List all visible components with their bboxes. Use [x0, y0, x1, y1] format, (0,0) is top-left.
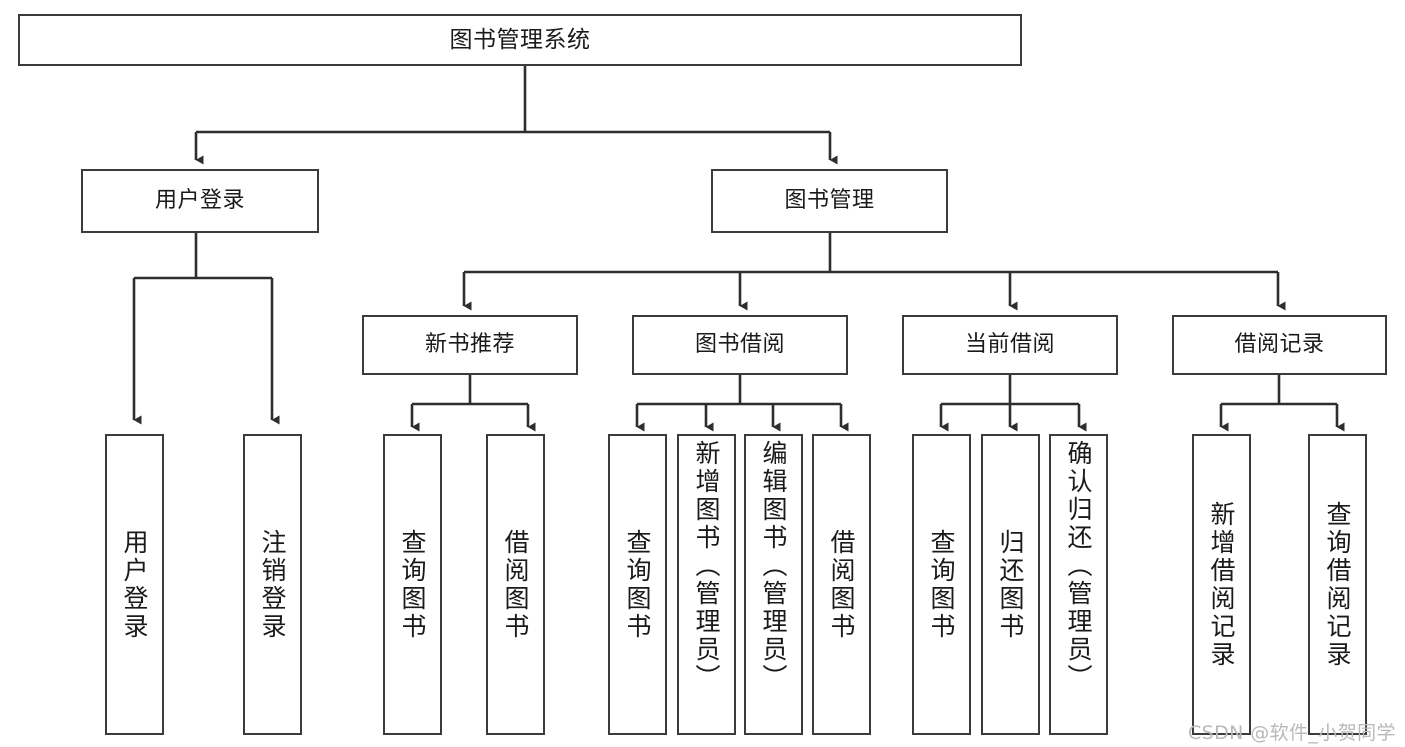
node-leaf-query-record[interactable]: 查询借阅记录 [1308, 434, 1367, 735]
node-borrow-record[interactable]: 借阅记录 [1172, 315, 1387, 375]
node-leaf-logout-login-label: 注销登录 [258, 528, 287, 641]
node-current-borrow[interactable]: 当前借阅 [902, 315, 1118, 375]
node-leaf-query-book-2[interactable]: 查询图书 [608, 434, 667, 735]
node-book-borrow[interactable]: 图书借阅 [632, 315, 848, 375]
node-root-label: 图书管理系统 [449, 26, 591, 53]
node-leaf-confirm-return[interactable]: 确认归还（管理员） [1049, 434, 1108, 735]
node-leaf-return-book[interactable]: 归还图书 [981, 434, 1040, 735]
node-leaf-borrow-book-2-label: 借阅图书 [827, 528, 856, 641]
node-leaf-user-login[interactable]: 用户登录 [105, 434, 164, 735]
node-leaf-add-record[interactable]: 新增借阅记录 [1192, 434, 1251, 735]
node-leaf-add-book-label: 新增图书（管理员） [692, 440, 721, 692]
node-leaf-confirm-return-label: 确认归还（管理员） [1064, 440, 1093, 692]
node-book-management[interactable]: 图书管理 [711, 169, 948, 233]
node-leaf-borrow-book-2[interactable]: 借阅图书 [812, 434, 871, 735]
node-book-borrow-label: 图书借阅 [694, 332, 785, 358]
node-leaf-user-login-label: 用户登录 [120, 528, 149, 641]
node-leaf-query-book-3[interactable]: 查询图书 [912, 434, 971, 735]
node-leaf-edit-book[interactable]: 编辑图书（管理员） [744, 434, 803, 735]
node-leaf-add-record-label: 新增借阅记录 [1207, 500, 1236, 669]
node-leaf-borrow-book-1[interactable]: 借阅图书 [486, 434, 545, 735]
node-user-login[interactable]: 用户登录 [81, 169, 319, 233]
node-root[interactable]: 图书管理系统 [18, 14, 1022, 66]
node-book-management-label: 图书管理 [784, 188, 875, 214]
node-leaf-borrow-book-1-label: 借阅图书 [501, 528, 530, 641]
node-leaf-query-book-1-label: 查询图书 [398, 528, 427, 641]
node-leaf-logout-login[interactable]: 注销登录 [243, 434, 302, 735]
node-new-book-recommend[interactable]: 新书推荐 [362, 315, 578, 375]
csdn-watermark: CSDN @软件_小贺同学 [1188, 722, 1396, 744]
node-user-login-label: 用户登录 [154, 188, 245, 214]
node-leaf-add-book[interactable]: 新增图书（管理员） [677, 434, 736, 735]
node-leaf-edit-book-label: 编辑图书（管理员） [759, 440, 788, 692]
node-current-borrow-label: 当前借阅 [964, 332, 1055, 358]
node-leaf-query-book-1[interactable]: 查询图书 [383, 434, 442, 735]
node-leaf-query-book-3-label: 查询图书 [927, 528, 956, 641]
node-leaf-return-book-label: 归还图书 [996, 528, 1025, 641]
node-leaf-query-record-label: 查询借阅记录 [1323, 500, 1352, 669]
node-leaf-query-book-2-label: 查询图书 [623, 528, 652, 641]
node-new-book-recommend-label: 新书推荐 [424, 332, 515, 358]
node-borrow-record-label: 借阅记录 [1234, 332, 1325, 358]
